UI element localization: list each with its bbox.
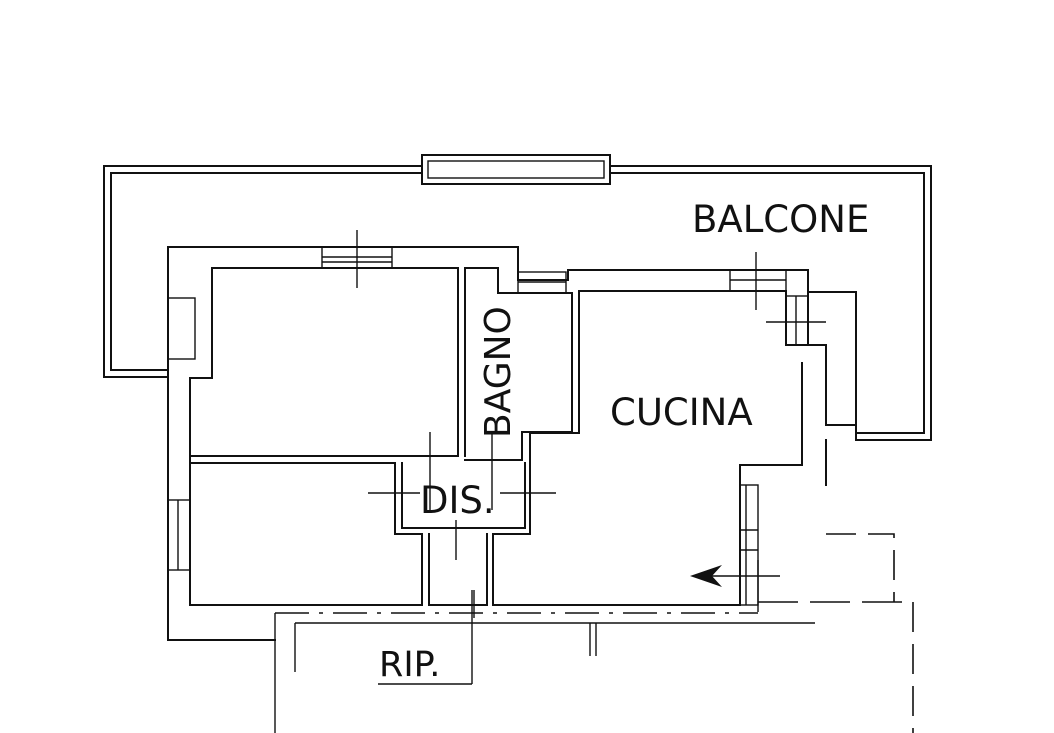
room-label-bagno: BAGNO [478, 306, 519, 438]
room-label-balcone: BALCONE [692, 198, 869, 241]
balcony-planter [421, 154, 611, 185]
room-label-cucina: CUCINA [610, 391, 753, 434]
room-label-rip: RIP. [379, 645, 440, 685]
room-label-dis: DIS. [420, 479, 495, 522]
outer-walls [167, 246, 857, 641]
balcony-railing [103, 165, 932, 441]
entrance-arrow-icon [690, 565, 780, 587]
landing-outline [274, 533, 914, 733]
door-markers [356, 230, 826, 618]
